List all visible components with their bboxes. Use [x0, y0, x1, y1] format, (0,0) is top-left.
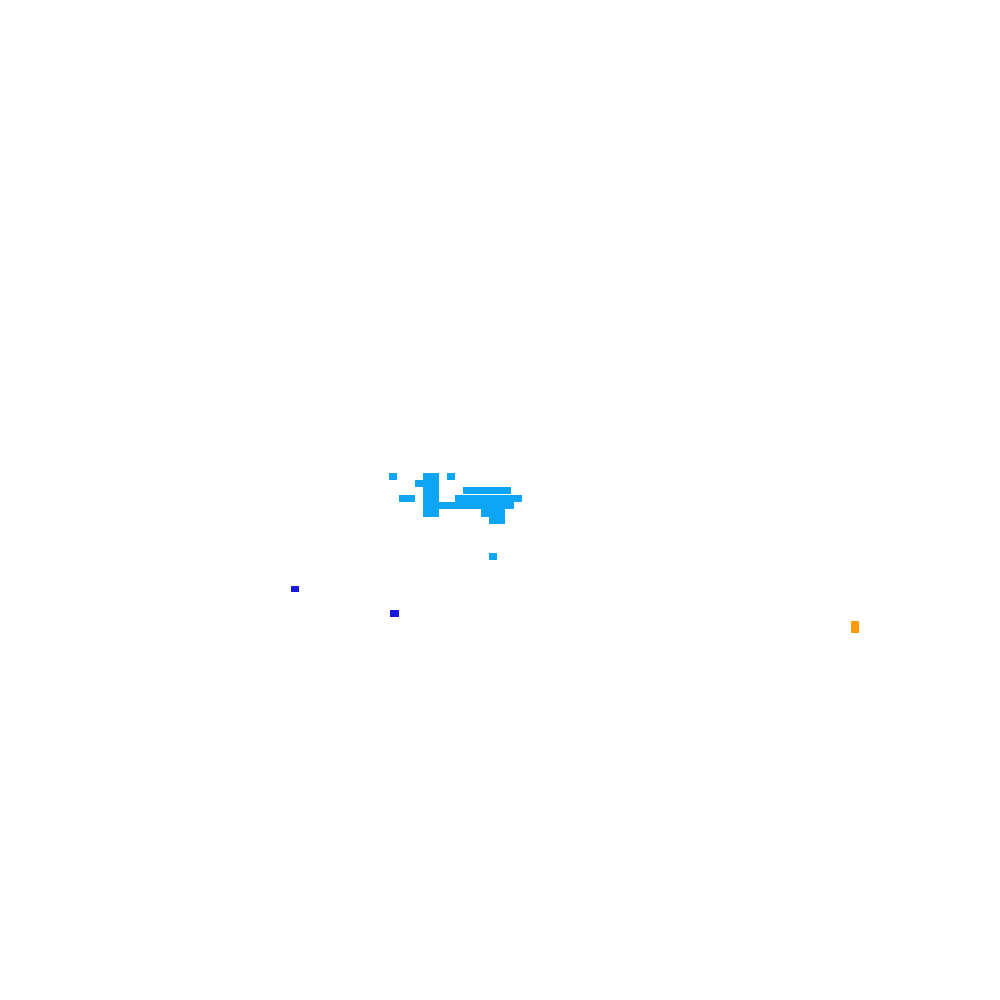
light-blue-pixel	[463, 487, 511, 494]
light-blue-pixel	[399, 495, 415, 502]
light-blue-pixel	[489, 553, 497, 560]
dark-blue-pixel	[291, 586, 299, 592]
light-blue-pixel	[506, 502, 514, 509]
light-blue-pixel	[423, 473, 439, 480]
dark-blue-pixel	[390, 610, 399, 617]
light-blue-pixel	[423, 495, 439, 502]
light-blue-pixel	[415, 480, 439, 487]
light-blue-pixel	[455, 495, 522, 502]
light-blue-pixel	[423, 509, 439, 517]
light-blue-pixel	[481, 509, 497, 517]
light-blue-pixel	[497, 509, 505, 517]
light-blue-pixel	[423, 487, 439, 495]
orange-pixel	[851, 621, 859, 633]
light-blue-pixel	[489, 517, 505, 524]
light-blue-pixel	[389, 473, 397, 480]
light-blue-pixel	[423, 502, 506, 509]
light-blue-pixel	[447, 473, 455, 480]
